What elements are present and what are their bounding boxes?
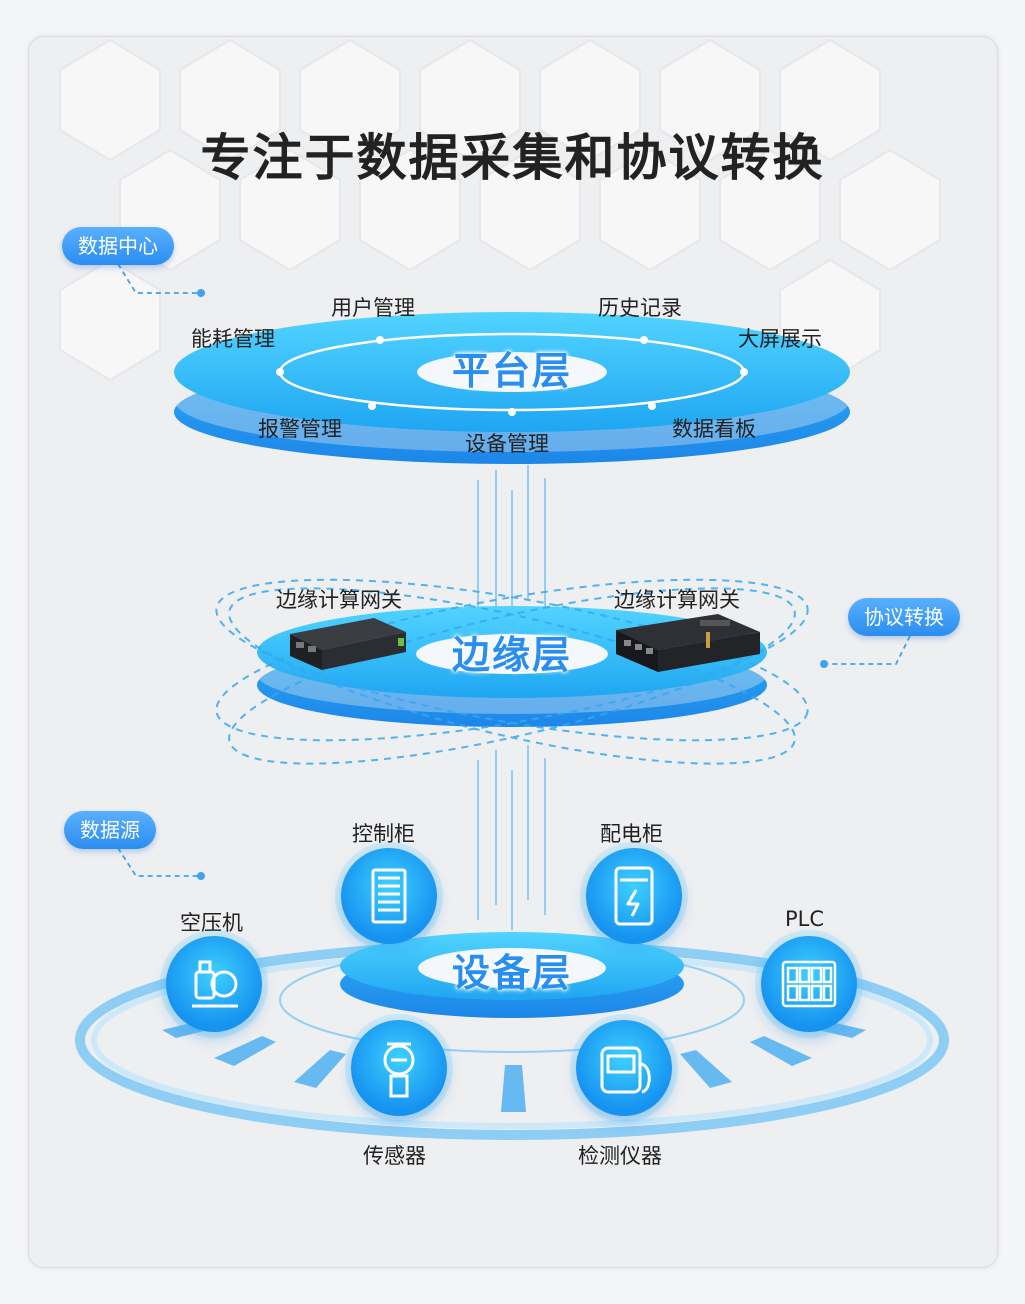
gateway-left-device — [282, 612, 412, 672]
gateway-right-device — [610, 610, 766, 676]
platform-item-alarm: 报警管理 — [258, 413, 342, 443]
ring-ticks — [162, 1018, 866, 1112]
platform-layer-title: 平台层 — [452, 340, 572, 395]
connector-lines-bottom — [478, 745, 545, 930]
device-layer-title: 设备层 — [452, 942, 572, 997]
cabinet-label: 控制柜 — [352, 818, 415, 848]
gateway-left-label: 边缘计算网关 — [276, 584, 402, 614]
platform-item-bigscreen: 大屏展示 — [738, 323, 822, 353]
page-title: 专注于数据采集和协议转换 — [0, 118, 1025, 190]
data-source-tag: 数据源 — [64, 811, 156, 849]
air-compressor-icon — [166, 936, 262, 1032]
platform-item-dashboard: 数据看板 — [672, 413, 756, 443]
plc-label: PLC — [785, 907, 824, 931]
sensor-icon — [351, 1020, 447, 1116]
control-cabinet-icon — [341, 848, 437, 944]
connector-lines-top — [478, 465, 545, 625]
instrument-icon — [576, 1020, 672, 1116]
edge-layer-title: 边缘层 — [452, 624, 572, 679]
sensor-label: 传感器 — [363, 1140, 426, 1170]
data-center-tag: 数据中心 — [62, 227, 174, 265]
distribution-label: 配电柜 — [600, 818, 663, 848]
platform-item-device: 设备管理 — [465, 428, 549, 458]
plc-icon — [761, 936, 857, 1032]
distribution-cabinet-icon — [586, 848, 682, 944]
protocol-tag: 协议转换 — [848, 598, 960, 636]
platform-item-history: 历史记录 — [598, 292, 682, 322]
platform-item-users: 用户管理 — [331, 292, 415, 322]
platform-item-energy: 能耗管理 — [191, 323, 275, 353]
compressor-label: 空压机 — [180, 907, 243, 937]
instrument-label: 检测仪器 — [578, 1140, 662, 1170]
